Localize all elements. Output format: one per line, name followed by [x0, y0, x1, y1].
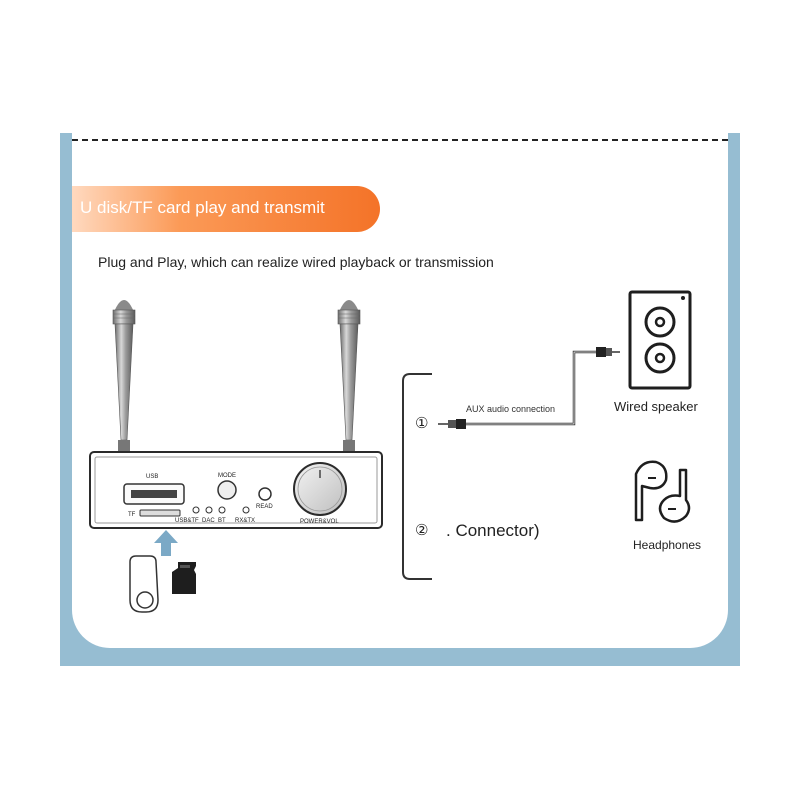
subtitle: Plug and Play, which can realize wired p…: [98, 254, 494, 270]
sd-card-icon: [172, 562, 196, 594]
title-banner: [72, 186, 380, 232]
usb-label: USB: [146, 474, 158, 480]
led-label-usb-tf: USB&TF: [175, 518, 199, 524]
device-body: [89, 451, 383, 529]
led-label-bt: BT: [218, 518, 226, 524]
connector-text: . Connector): [446, 521, 540, 540]
aux-cable: [466, 350, 596, 426]
marker-2: ②: [415, 521, 428, 539]
read-button: [258, 487, 272, 501]
mode-button: [217, 480, 237, 500]
antenna-icon: [337, 300, 361, 454]
headphones-icon: [634, 460, 691, 523]
banner-title: U disk/TF card play and transmit: [80, 198, 325, 217]
audio-jack-icon: [596, 347, 620, 357]
led-bt: [218, 506, 226, 514]
led-usb-tf: [192, 506, 200, 514]
led-rx-tx: [242, 506, 250, 514]
mode-label: MODE: [218, 473, 236, 479]
dashed-divider: [72, 139, 728, 141]
knob-label: POWER&VOL: [300, 519, 339, 525]
headphones-label: Headphones: [633, 538, 701, 552]
led-label-dac: DAC: [202, 518, 215, 524]
aux-label: AUX audio connection: [466, 404, 555, 414]
speaker-label: Wired speaker: [614, 399, 698, 414]
usb-drive-icon: [129, 555, 159, 613]
audio-jack-icon: [438, 419, 466, 429]
marker-1: ①: [415, 414, 428, 432]
read-label: READ: [256, 504, 273, 510]
connection-bracket: [402, 373, 432, 580]
volume-knob: [293, 462, 347, 516]
antenna-icon: [112, 300, 136, 454]
tf-label: TF: [128, 512, 136, 518]
speaker-icon: [628, 290, 692, 390]
tf-slot: [139, 509, 181, 517]
up-arrow-icon: [154, 530, 178, 556]
led-label-rx-tx: RX&TX: [235, 518, 255, 524]
led-dac: [205, 506, 213, 514]
